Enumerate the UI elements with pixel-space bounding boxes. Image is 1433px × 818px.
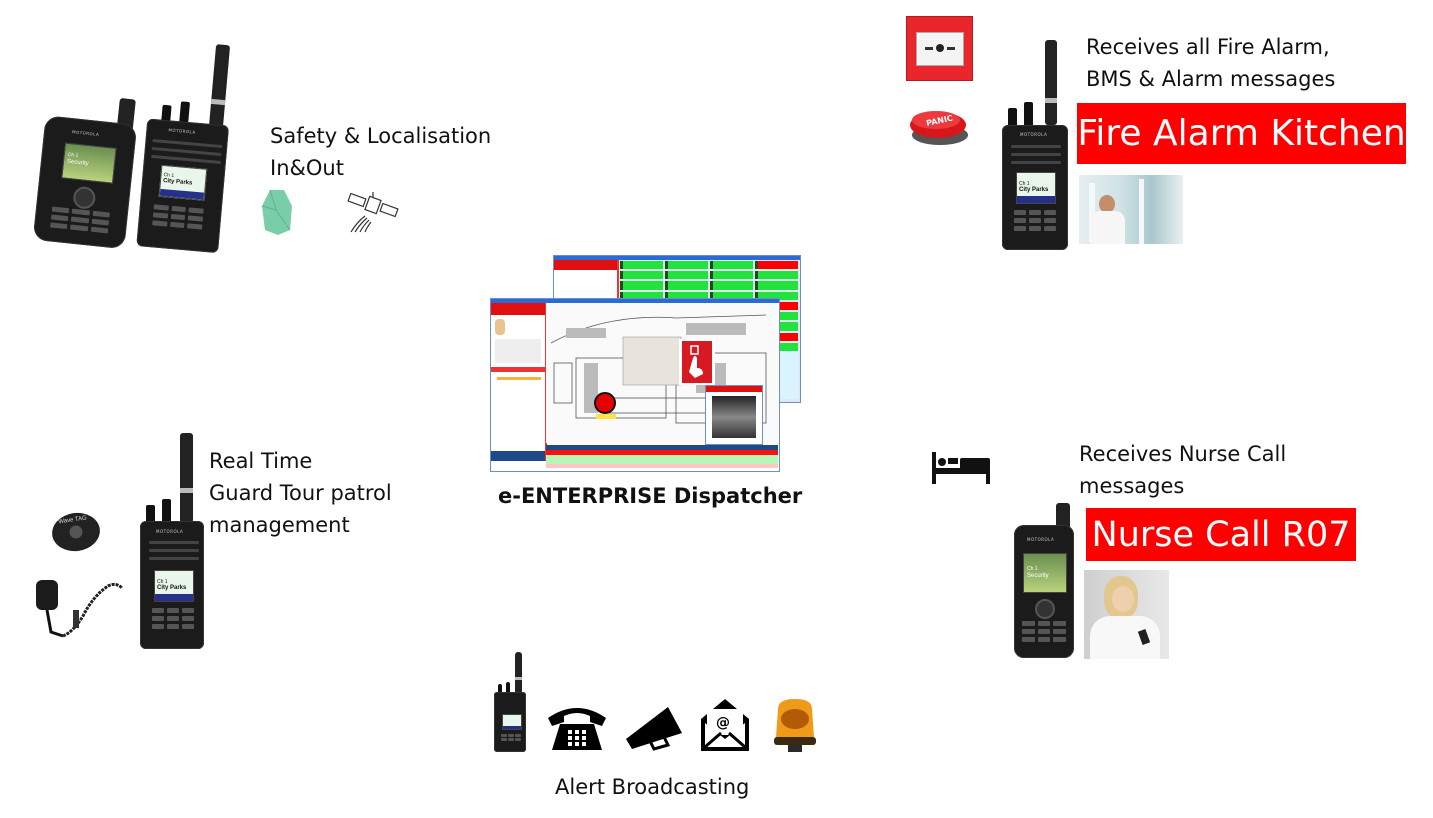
panic-button-icon: PANIC bbox=[910, 111, 968, 145]
status-tile bbox=[755, 281, 798, 290]
status-tile bbox=[665, 291, 708, 300]
event-list bbox=[546, 445, 778, 469]
status-tile bbox=[710, 261, 753, 270]
rfid-tag-icon: Wave TAG bbox=[49, 509, 103, 555]
dispatcher-sidebar bbox=[491, 303, 547, 461]
status-tile bbox=[710, 271, 753, 280]
nurse-call-caption: Receives Nurse Call messages bbox=[1079, 438, 1286, 502]
status-tile bbox=[620, 261, 663, 270]
radio-screen-line2: City Parks bbox=[162, 178, 193, 187]
safety-caption-line1: Safety & Localisation bbox=[270, 124, 492, 148]
nurse-call-caption-line2: messages bbox=[1079, 474, 1185, 498]
alarm-popup bbox=[705, 385, 763, 445]
fire-alarm-caption-line1: Receives all Fire Alarm, bbox=[1086, 35, 1330, 59]
status-tile bbox=[620, 281, 663, 290]
megaphone-icon bbox=[626, 707, 682, 751]
radio-sl-icon: MOTOROLA Ch 1 Security bbox=[32, 90, 143, 254]
radio-dp-icon: MOTOROLA Ch 1 City Parks bbox=[138, 433, 210, 651]
status-tile bbox=[710, 291, 753, 300]
status-tile bbox=[755, 261, 798, 270]
radio-dp-icon: MOTOROLA Ch 1 City Parks bbox=[128, 38, 246, 258]
hospital-bed-icon bbox=[932, 452, 990, 484]
alert-broadcasting-caption: Alert Broadcasting bbox=[555, 775, 750, 799]
status-tile bbox=[755, 291, 798, 300]
nurse-photo bbox=[1084, 570, 1169, 659]
guard-tour-caption: Real Time Guard Tour patrol management bbox=[209, 445, 392, 541]
email-icon: @ bbox=[701, 699, 749, 751]
rfid-tag-label: Wave TAG bbox=[58, 515, 88, 526]
safety-caption-line2: In&Out bbox=[270, 156, 344, 180]
svg-text:@: @ bbox=[716, 715, 730, 731]
nurse-call-banner: Nurse Call R07 bbox=[1086, 508, 1356, 561]
status-tile bbox=[620, 271, 663, 280]
guard-tour-caption-line2: Guard Tour patrol bbox=[209, 481, 392, 505]
radio-screen: Ch 1 Security bbox=[61, 142, 117, 184]
status-tile bbox=[755, 271, 798, 280]
status-tile bbox=[620, 291, 663, 300]
dispatcher-map-window bbox=[490, 298, 780, 472]
beacon-light-icon bbox=[774, 699, 816, 752]
radio-screen-line2: City Parks bbox=[157, 585, 187, 591]
radio-screen-line2: City Parks bbox=[1019, 187, 1049, 193]
radio-screen-line2: Security bbox=[1027, 573, 1049, 579]
telephone-icon bbox=[548, 708, 606, 750]
nurse-call-caption-line1: Receives Nurse Call bbox=[1079, 442, 1287, 466]
status-tile bbox=[665, 281, 708, 290]
manual-call-point-icon bbox=[906, 16, 973, 81]
radio-screen-line1: Ch 1 bbox=[67, 151, 79, 159]
fire-alarm-caption-line2: BMS & Alarm messages bbox=[1086, 67, 1336, 91]
status-tile bbox=[665, 261, 708, 270]
radio-dp-icon: MOTOROLA Ch 1 City Parks bbox=[1000, 40, 1072, 252]
fire-alarm-banner: Fire Alarm Kitchen bbox=[1077, 103, 1406, 164]
radio-icon bbox=[494, 652, 528, 754]
status-tile bbox=[665, 271, 708, 280]
radio-screen-line1: Ch 1 bbox=[157, 579, 168, 585]
beacon-tag-icon bbox=[261, 189, 292, 235]
guard-tour-caption-line3: management bbox=[209, 513, 350, 537]
dispatcher-caption: e-ENTERPRISE Dispatcher bbox=[498, 484, 803, 508]
fire-alarm-caption: Receives all Fire Alarm, BMS & Alarm mes… bbox=[1086, 31, 1335, 95]
status-tile bbox=[710, 281, 753, 290]
radio-screen-line1: Ch 1 bbox=[1027, 566, 1038, 572]
safety-caption: Safety & Localisation In&Out bbox=[270, 120, 491, 184]
satellite-gps-icon bbox=[347, 192, 399, 233]
radio-screen-line1: Ch 1 bbox=[1019, 181, 1030, 187]
speaker-mic-icon bbox=[36, 580, 124, 638]
radio-screen-line2: Security bbox=[66, 158, 89, 168]
security-guard-photo bbox=[1079, 175, 1183, 244]
guard-tour-caption-line1: Real Time bbox=[209, 449, 313, 473]
radio-sl-icon: MOTOROLA Ch 1 Security bbox=[1013, 503, 1077, 659]
